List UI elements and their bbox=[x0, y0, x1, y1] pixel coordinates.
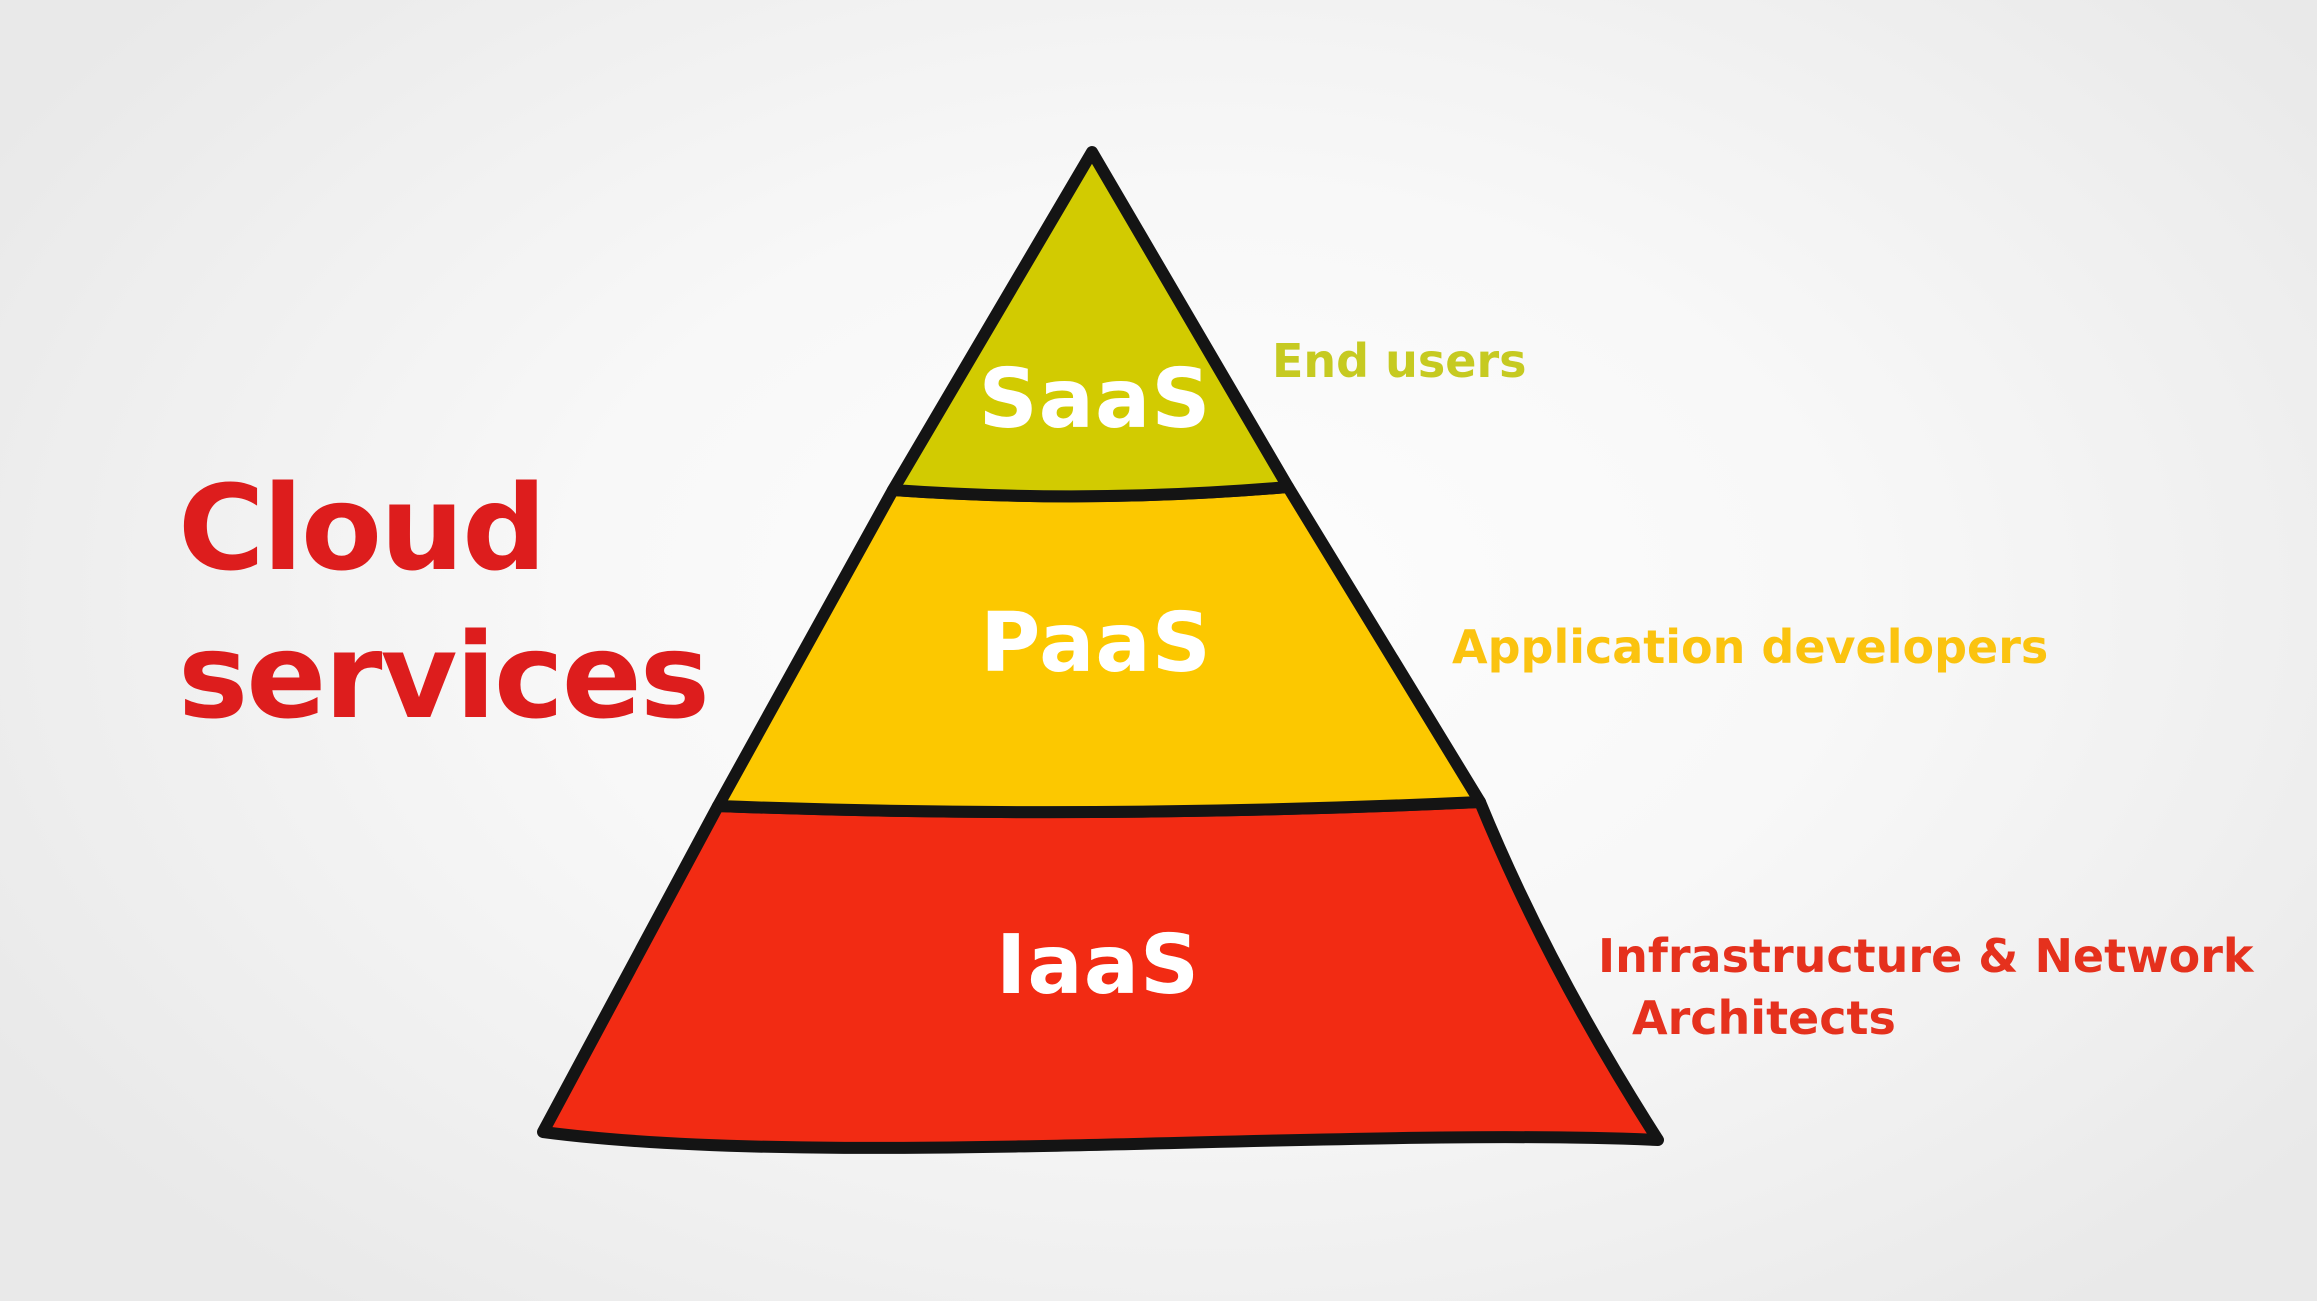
paas-tier-label: PaaS bbox=[980, 596, 1212, 691]
pyramid-tier-shapes bbox=[537, 146, 1664, 1154]
infrastructure-architects-label: Infrastructure & Network Architects bbox=[1598, 925, 2254, 1049]
page-title-line1: Cloud bbox=[178, 459, 547, 597]
saas-tier-label: SaaS bbox=[978, 352, 1212, 447]
page-title-line2: services bbox=[178, 606, 710, 745]
page-title: Cloud services bbox=[178, 455, 710, 750]
infrastructure-architects-line1: Infrastructure & Network bbox=[1598, 929, 2254, 983]
infrastructure-architects-line2: Architects bbox=[1632, 991, 1896, 1046]
saas-tier-shape bbox=[887, 146, 1294, 503]
end-users-label: End users bbox=[1272, 334, 1527, 388]
iaas-tier-label: IaaS bbox=[995, 918, 1201, 1013]
application-developers-label: Application developers bbox=[1452, 620, 2049, 674]
